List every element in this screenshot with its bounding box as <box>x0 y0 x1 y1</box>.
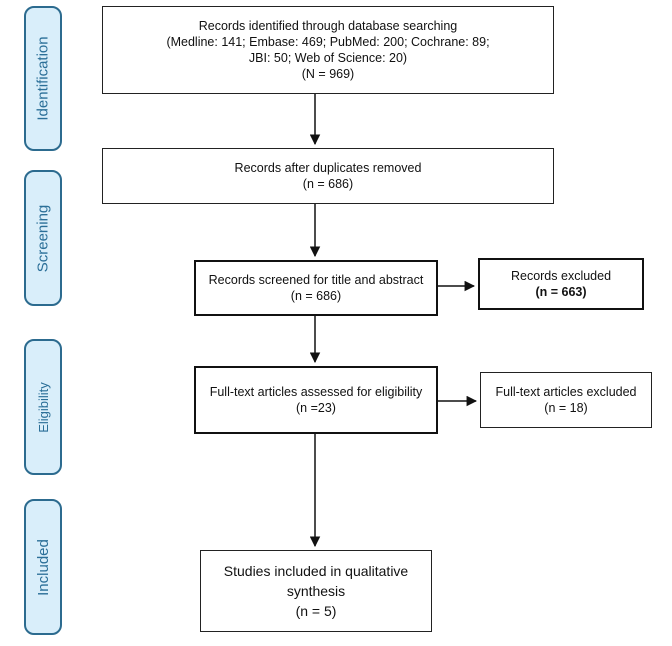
records-identified-box: Records identified through database sear… <box>102 6 554 94</box>
studies-included-title: Studies included in qualitative <box>223 563 409 579</box>
studies-included-box: Studies included in qualitative synthesi… <box>200 550 432 632</box>
phase-label-identification: Identification <box>24 6 62 151</box>
duplicates-removed-title: Records after duplicates removed <box>234 161 422 175</box>
studies-included-count: (n = 5) <box>295 603 337 619</box>
fulltext-assessed-box: Full-text articles assessed for eligibil… <box>194 366 438 434</box>
phase-label-screening: Screening <box>24 170 62 306</box>
records-screened-box: Records screened for title and abstract … <box>194 260 438 316</box>
studies-included-title-cont: synthesis <box>286 583 346 599</box>
fulltext-excluded-box: Full-text articles excluded (n = 18) <box>480 372 652 428</box>
records-identified-sources: (Medline: 141; Embase: 469; PubMed: 200;… <box>166 35 490 49</box>
records-excluded-count: (n = 663) <box>535 285 587 299</box>
fulltext-excluded-title: Full-text articles excluded <box>495 385 637 399</box>
phase-label-included: Included <box>24 499 62 635</box>
records-identified-sources-cont: JBI: 50; Web of Science: 20) <box>248 51 408 65</box>
records-screened-count: (n = 686) <box>290 289 342 303</box>
fulltext-assessed-title: Full-text articles assessed for eligibil… <box>209 385 423 399</box>
duplicates-removed-box: Records after duplicates removed (n = 68… <box>102 148 554 204</box>
fulltext-assessed-count: (n =23) <box>296 401 336 415</box>
records-excluded-box: Records excluded (n = 663) <box>478 258 644 310</box>
duplicates-removed-count: (n = 686) <box>302 177 354 191</box>
records-identified-title: Records identified through database sear… <box>198 19 458 33</box>
records-screened-title: Records screened for title and abstract <box>208 273 424 287</box>
records-identified-count: (N = 969) <box>301 67 355 81</box>
fulltext-excluded-count: (n = 18) <box>544 401 588 415</box>
phase-label-eligibility: Eligibility <box>24 339 62 475</box>
records-excluded-title: Records excluded <box>510 269 612 283</box>
